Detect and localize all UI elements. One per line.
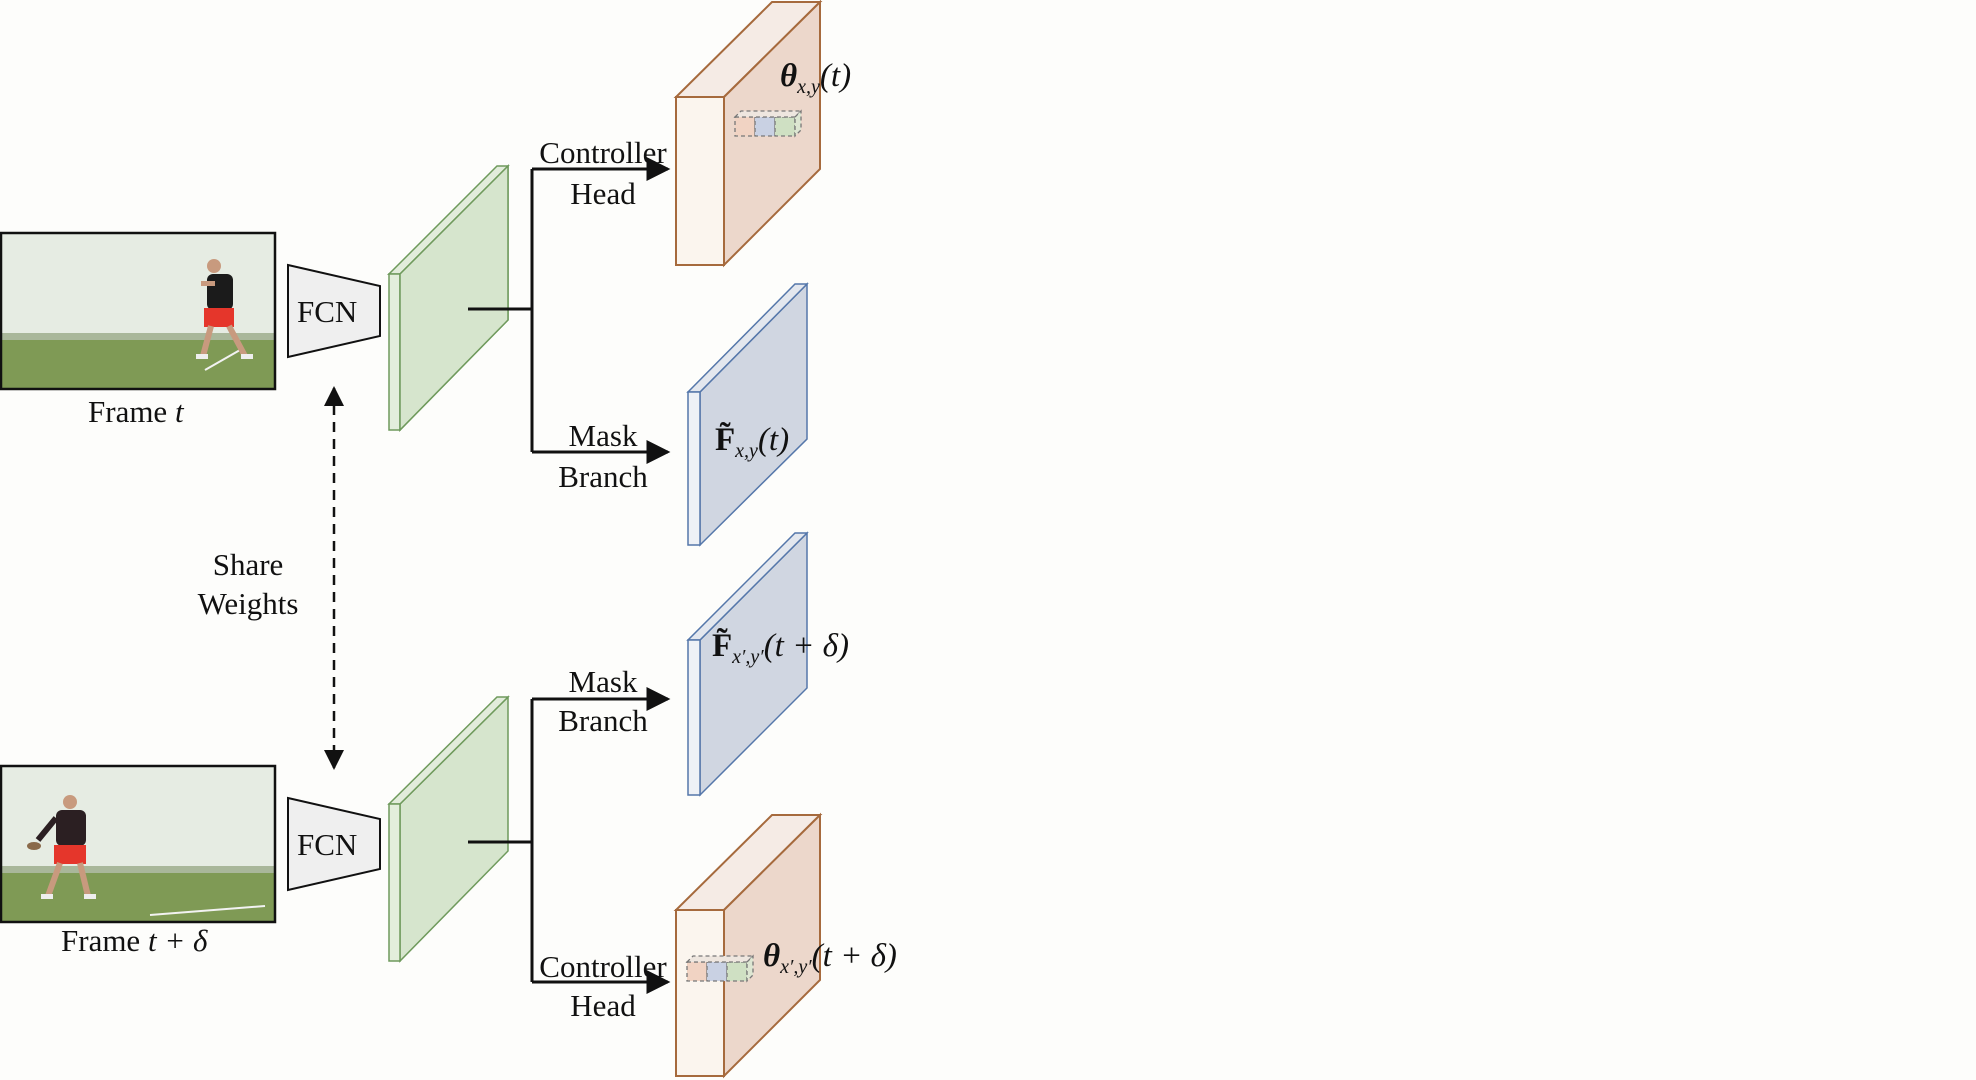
frame-t-delta-label: Frame t + δ — [61, 925, 207, 956]
branch-lines-top — [468, 157, 671, 464]
theta-top-arg: (t) — [819, 58, 852, 94]
fcn-label-bottom: FCN — [297, 827, 358, 862]
mask-branch-label-bottom-line2: Branch — [558, 703, 648, 738]
param-cube-top — [733, 109, 803, 138]
share-weights-label-line1: Share — [212, 547, 284, 582]
mask-branch-label-bottom-line1: Mask — [568, 664, 638, 699]
f-top-symbol: F̃ — [715, 422, 736, 458]
feature-map-bottom — [387, 695, 510, 963]
f-bottom-label: F̃x′,y′(t + δ) — [712, 628, 849, 668]
f-top-arg: (t) — [757, 422, 790, 458]
feature-map-top — [387, 164, 510, 432]
controller-output-bottom — [673, 812, 823, 1079]
theta-bottom-sub: x′,y′ — [780, 956, 812, 978]
theta-bottom-label: θx′,y′(t + δ) — [763, 938, 897, 978]
controller-head-label-bottom-line1: Controller — [539, 949, 667, 984]
f-top-label: F̃x,y(t) — [715, 422, 790, 462]
fcn-block-top — [287, 263, 381, 359]
theta-top-label: θx,y(t) — [780, 58, 852, 98]
frame-t-image — [0, 231, 277, 391]
mask-output-top — [686, 282, 809, 547]
theta-bottom-arg: (t + δ) — [811, 938, 897, 974]
controller-head-label-bottom-line2: Head — [570, 988, 636, 1023]
f-bottom-arg: (t + δ) — [763, 628, 849, 664]
player-figure — [27, 795, 96, 899]
theta-bottom-symbol: θ — [763, 938, 781, 974]
mask-branch-label-top-line2: Branch — [558, 459, 648, 494]
frame-t-label-text: Frame — [88, 394, 168, 429]
fcn-block-bottom — [287, 796, 381, 892]
player-figure — [196, 259, 253, 359]
mask-branch-label-top-line1: Mask — [568, 418, 638, 453]
frame-t-label-math: t — [174, 394, 184, 429]
theta-top-sub: x,y — [797, 76, 820, 98]
f-top-sub: x,y — [735, 440, 758, 462]
fcn-label-top: FCN — [297, 294, 358, 329]
frame-t-delta-label-text: Frame — [61, 923, 141, 958]
controller-output-top — [673, 0, 823, 268]
frame-t-delta-label-math: t + δ — [147, 923, 208, 958]
controller-head-label-top-line1: Controller — [539, 135, 667, 170]
theta-top-symbol: θ — [780, 58, 798, 94]
share-weights-label-line2: Weights — [197, 586, 299, 621]
param-cube-bottom — [685, 954, 755, 983]
f-bottom-symbol: F̃ — [712, 628, 733, 664]
branch-lines-bottom — [468, 687, 671, 994]
frame-t-delta-image — [0, 764, 277, 924]
mask-output-bottom — [686, 531, 809, 797]
f-bottom-sub: x′,y′ — [732, 646, 764, 668]
frame-t-label: Frame t — [88, 396, 184, 427]
controller-head-label-top-line2: Head — [570, 176, 636, 211]
